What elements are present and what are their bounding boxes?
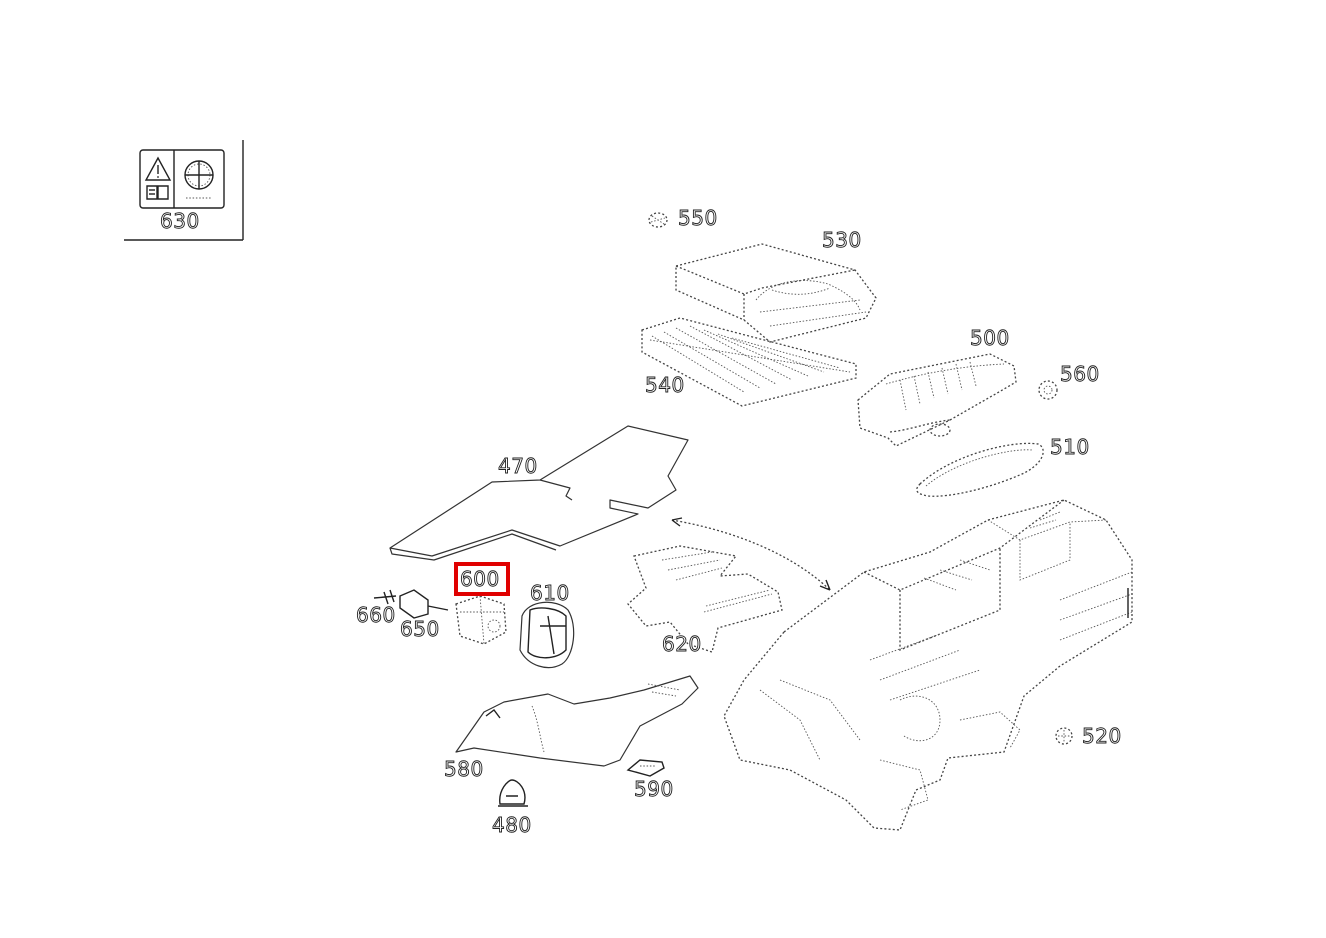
- callout-500: 500: [970, 326, 1010, 350]
- callout-580: 580: [444, 757, 484, 781]
- part-590-clip[interactable]: [626, 759, 665, 777]
- part-600-housing[interactable]: [455, 595, 507, 645]
- callout-660: 660: [356, 603, 396, 627]
- part-630-warning-label[interactable]: [139, 149, 225, 209]
- manual-book-icon: [146, 185, 169, 200]
- callout-600: 600: [460, 567, 500, 591]
- part-520-grommet[interactable]: [1055, 727, 1073, 745]
- callout-560: 560: [1060, 362, 1100, 386]
- part-510-seal[interactable]: [916, 442, 1044, 497]
- part-530-filter-housing-cover[interactable]: [675, 243, 877, 343]
- part-550-clip[interactable]: [648, 212, 668, 228]
- callout-590: 590: [634, 777, 674, 801]
- callout-480: 480: [492, 813, 532, 837]
- direction-arrow: [671, 517, 831, 591]
- crosshair-disc-icon: [184, 160, 214, 199]
- callout-610: 610: [530, 581, 570, 605]
- callout-540: 540: [645, 373, 685, 397]
- part-560-grommet[interactable]: [1038, 380, 1058, 400]
- part-650-bracket[interactable]: [399, 589, 449, 619]
- callout-530: 530: [822, 228, 862, 252]
- part-500-intake-duct[interactable]: [857, 353, 1017, 447]
- part-580-splash-shield[interactable]: [455, 675, 699, 767]
- callout-550: 550: [678, 206, 718, 230]
- warning-triangle-icon: [144, 156, 172, 181]
- callout-470: 470: [498, 454, 538, 478]
- callout-650: 650: [400, 617, 440, 641]
- part-610-actuator[interactable]: [519, 601, 575, 669]
- callout-630: 630: [160, 209, 200, 233]
- part-470-insulation-mat[interactable]: [389, 425, 689, 561]
- part-540-filter-element[interactable]: [641, 317, 857, 407]
- part-480-push-clip[interactable]: [498, 779, 528, 807]
- part-620-cover-panel[interactable]: [627, 545, 783, 653]
- callout-620: 620: [662, 632, 702, 656]
- inset-frame: [124, 140, 244, 241]
- part-660-screw[interactable]: [373, 589, 397, 605]
- callout-520: 520: [1082, 724, 1122, 748]
- engine-block: [723, 499, 1133, 831]
- highlight-box-600: [454, 562, 510, 596]
- callout-510: 510: [1050, 435, 1090, 459]
